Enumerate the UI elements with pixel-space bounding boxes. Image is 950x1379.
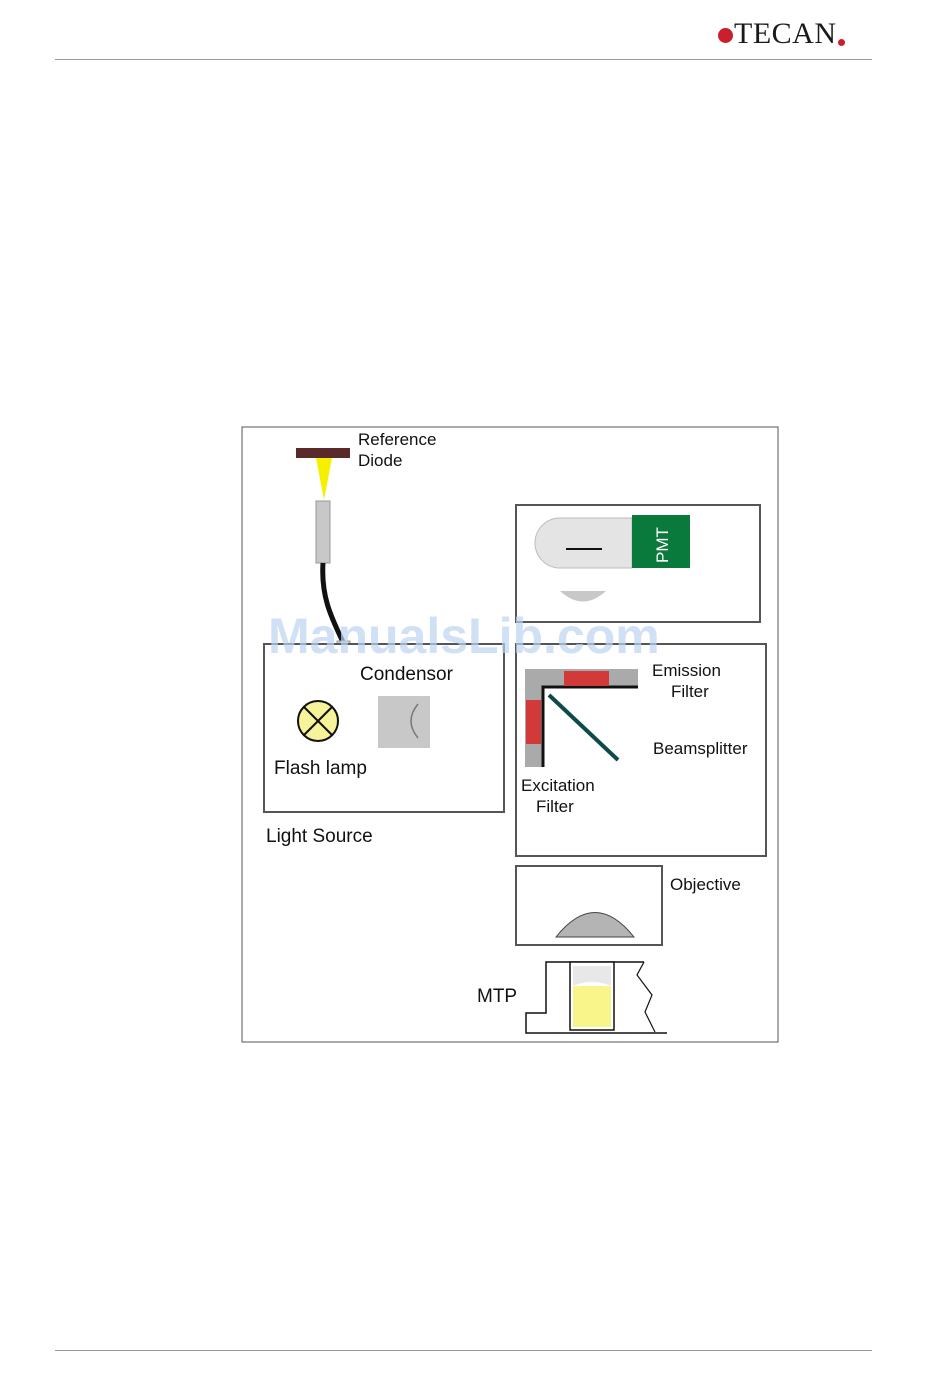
pmt-tube	[535, 518, 632, 568]
mtp-well-liquid	[573, 986, 611, 1027]
condensor-lens	[378, 696, 430, 748]
watermark: ManualsLib.com	[268, 608, 660, 664]
objective-label: Objective	[670, 875, 741, 894]
reference-diode	[296, 448, 350, 458]
mtp-label: MTP	[477, 986, 517, 1007]
emission-filter-label-2: Filter	[671, 682, 709, 701]
light-source-label: Light Source	[266, 826, 373, 847]
condensor-label: Condensor	[360, 664, 454, 685]
reference-diode-label-1: Reference	[358, 430, 436, 449]
excitation-filter-label-2: Filter	[536, 797, 574, 816]
emission-filter-label-1: Emission	[652, 661, 721, 680]
excitation-filter-label-1: Excitation	[521, 776, 595, 795]
excitation-filter	[526, 700, 541, 744]
flash-lamp-icon	[298, 701, 338, 741]
pmt-label: PMT	[653, 527, 672, 563]
fiber-connector-top	[316, 501, 330, 563]
flash-lamp-label: Flash lamp	[274, 758, 367, 779]
reference-diode-label-2: Diode	[358, 451, 402, 470]
emission-filter	[564, 671, 609, 686]
beamsplitter-label: Beamsplitter	[653, 739, 748, 758]
